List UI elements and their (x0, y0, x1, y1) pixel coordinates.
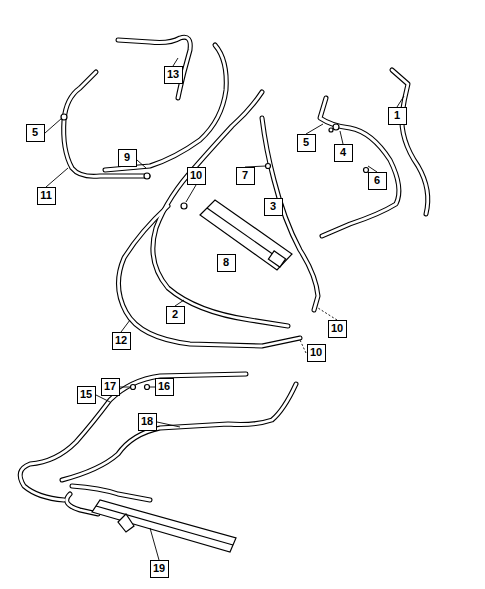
callout-number: 10 (328, 320, 347, 338)
callout-number: 9 (118, 149, 137, 167)
callout-number: 2 (166, 306, 185, 324)
callout-number: 11 (37, 187, 56, 205)
callout-number: 4 (334, 144, 353, 162)
callout-number: 8 (217, 254, 236, 272)
callout-number: 17 (101, 378, 120, 396)
callout-number: 12 (112, 332, 131, 350)
callout-number: 16 (155, 378, 174, 396)
callout-number: 5 (26, 124, 45, 142)
callout-number: 3 (264, 198, 283, 216)
callout-number: 19 (150, 560, 169, 578)
callout-number: 10 (187, 167, 206, 185)
callout-number: 18 (138, 413, 157, 431)
callout-number: 13 (164, 66, 183, 84)
callout-number: 5 (297, 134, 316, 152)
callout-number: 10 (307, 344, 326, 362)
callout-number: 15 (77, 386, 96, 404)
callout-number: 7 (236, 167, 255, 185)
callout-number: 6 (368, 172, 387, 190)
callout-number: 1 (388, 107, 407, 125)
